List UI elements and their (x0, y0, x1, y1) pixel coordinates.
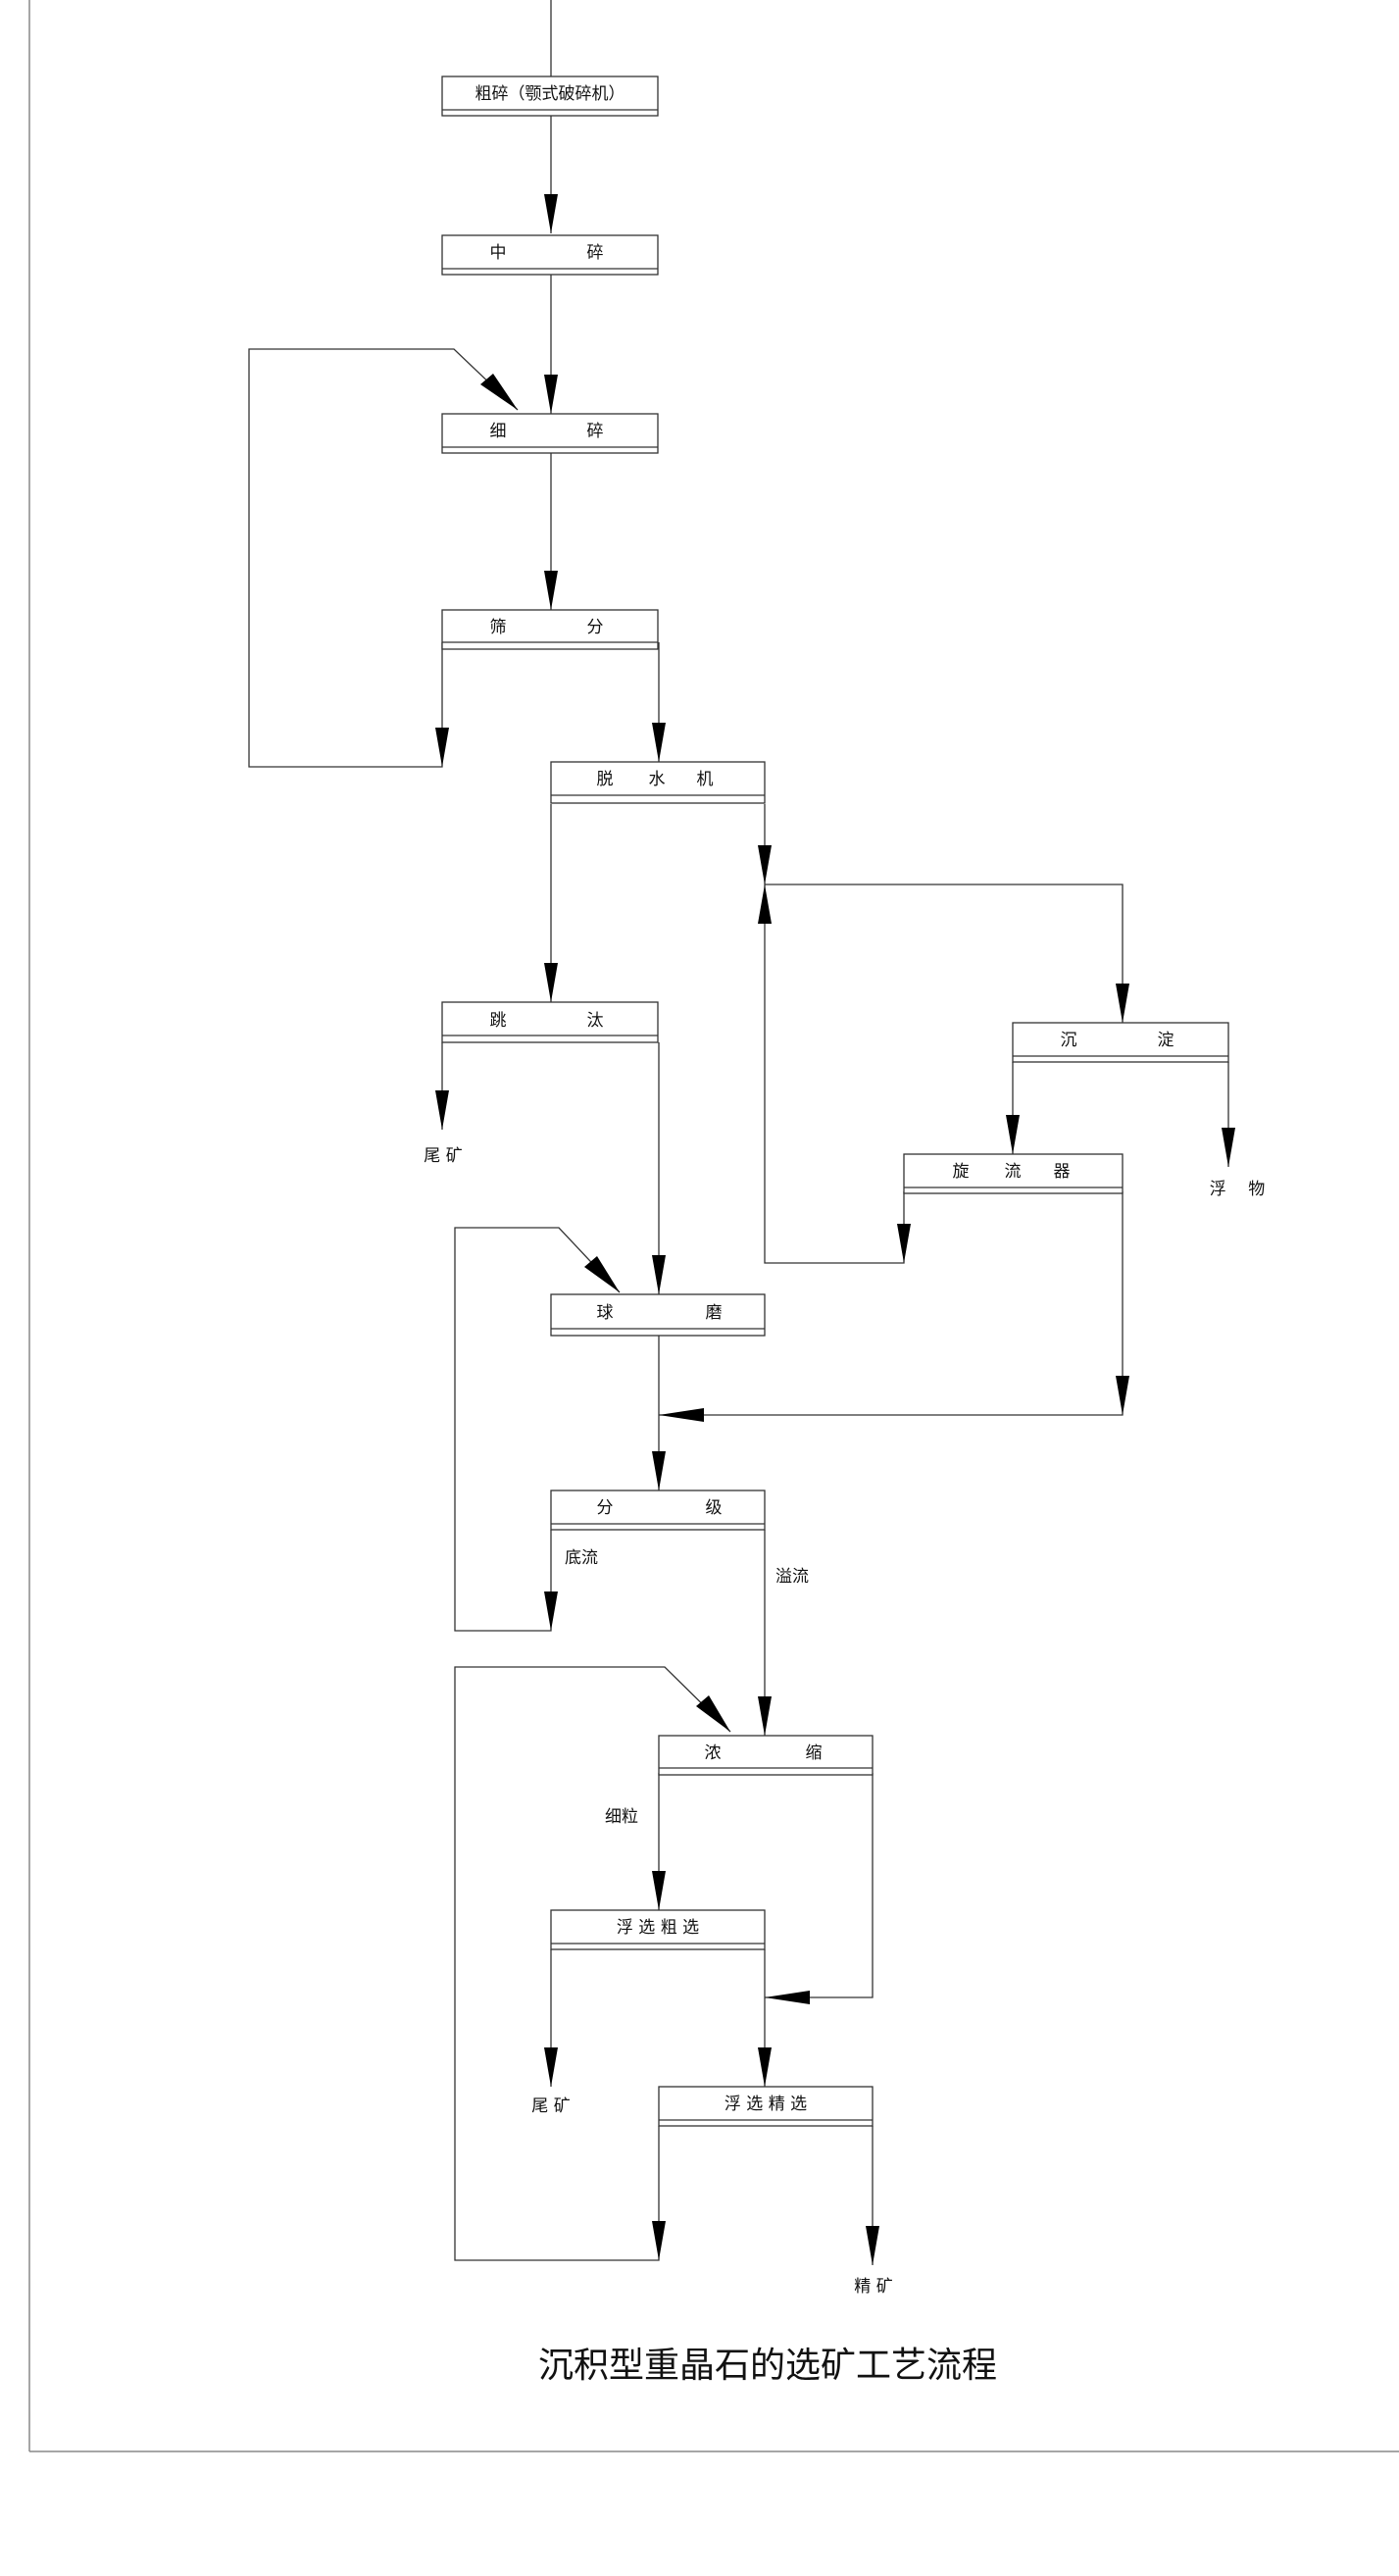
diagram-caption: 沉积型重晶石的选矿工艺流程 (538, 2346, 997, 2386)
box-sedimentation: 沉 淀 (1012, 1022, 1229, 1063)
connector-screen-recycle (248, 348, 519, 768)
arrow-rougher-tailings (544, 2047, 558, 2087)
arrow-to-ballmill (652, 1255, 666, 1294)
box-flotation-cleaner: 浮 选 精 选 (658, 2086, 874, 2127)
jigging-label-2: 汰 (587, 1011, 604, 1031)
arrow-screen-oversize (435, 728, 449, 767)
dewatering-label-3: 机 (697, 770, 714, 789)
fine-crush-label-1: 细 (490, 422, 507, 441)
box-classifier: 分 级 (550, 1490, 766, 1531)
box-screening: 筛 分 (441, 609, 659, 650)
connector-to-sediment (765, 884, 1124, 1023)
ball-mill-label-2: 磨 (706, 1303, 723, 1323)
arrow-thickener-in (765, 1991, 810, 2004)
box-cyclone: 旋 流 器 (903, 1153, 1124, 1194)
arrow-cleaner-recycle (652, 2221, 666, 2260)
overflow-label: 溢流 (775, 1567, 809, 1587)
arrow-to-floats (1222, 1128, 1235, 1167)
arrow-to-fine (544, 375, 558, 414)
box-coarse-crush: 粗碎（颚式破碎机） (441, 76, 659, 117)
ball-mill-label-1: 球 (597, 1303, 614, 1323)
dewatering-label-1: 脱 (597, 770, 614, 789)
box-flotation-rougher: 浮 选 粗 选 (550, 1909, 766, 1950)
box-jigging: 跳 汰 (441, 1001, 659, 1043)
flotation-rougher-label: 浮 选 粗 选 (617, 1918, 699, 1938)
cyclone-label-1: 旋 (953, 1162, 970, 1182)
box-medium-crush: 中 碎 (441, 234, 659, 276)
tailings-label-2: 尾 矿 (531, 2096, 570, 2116)
arrow-to-jig (544, 963, 558, 1002)
cyclone-label-3: 器 (1054, 1162, 1071, 1182)
arrow-to-cyclone (1006, 1115, 1020, 1154)
screening-label-1: 筛 (490, 618, 507, 637)
arrow-to-classifier (652, 1451, 666, 1490)
arrow-dewater-right (758, 845, 772, 884)
connector-thickener-right (765, 1773, 874, 1998)
box-thickener: 浓 缩 (658, 1735, 874, 1776)
connector-underflow-recycle (454, 1227, 621, 1632)
sedimentation-label-1: 沉 (1061, 1031, 1077, 1050)
box-fine-crush: 细 碎 (441, 413, 659, 454)
medium-crush-label-1: 中 (490, 243, 507, 263)
arrow-return-up (758, 884, 772, 924)
thickener-label-1: 浓 (705, 1743, 722, 1763)
arrow-concentrate (866, 2226, 879, 2265)
arrow-to-rougher (652, 1871, 666, 1910)
screening-label-2: 分 (587, 618, 604, 637)
cyclone-label-2: 流 (1005, 1162, 1022, 1182)
connector-cyclone-return (764, 884, 905, 1264)
arrow-recycle-fine (480, 374, 518, 410)
dewatering-label-2: 水 (649, 770, 666, 789)
floats-label: 浮 物 (1210, 1180, 1265, 1199)
flotation-cleaner-label: 浮 选 精 选 (724, 2095, 807, 2114)
jigging-label-1: 跳 (490, 1011, 507, 1031)
fine-crush-label-2: 碎 (587, 422, 604, 441)
arrow-recycle-thickener (696, 1695, 730, 1732)
box-dewatering: 脱 水 机 (550, 761, 766, 804)
box-ball-mill: 球 磨 (550, 1293, 766, 1337)
arrow-cyclone-down (1116, 1376, 1129, 1415)
concentrate-label: 精 矿 (854, 2277, 892, 2297)
arrowheads (435, 194, 1235, 2265)
arrow-to-dewater (652, 723, 666, 762)
arrow-into-discharge (659, 1408, 704, 1422)
arrow-to-sediment (1116, 984, 1129, 1023)
arrow-to-thickener (758, 1696, 772, 1736)
arrow-to-cleaner (758, 2047, 772, 2087)
arrow-underflow (544, 1591, 558, 1631)
thickener-label-2: 缩 (806, 1743, 823, 1763)
medium-crush-label-2: 碎 (587, 243, 604, 263)
sedimentation-label-2: 淀 (1158, 1031, 1174, 1050)
classifier-label-1: 分 (597, 1498, 614, 1518)
arrow-jig-tailings (435, 1090, 449, 1130)
underflow-label: 底流 (565, 1548, 598, 1568)
fine-particles-label: 细粒 (605, 1807, 638, 1827)
tailings-label-1: 尾 矿 (424, 1146, 462, 1166)
coarse-crush-label: 粗碎（颚式破碎机） (475, 84, 625, 104)
arrow-recycle-ballmill (584, 1256, 620, 1292)
arrow-to-screen (544, 571, 558, 610)
arrow-to-medium (544, 194, 558, 233)
arrow-cyclone-under (897, 1224, 911, 1263)
classifier-label-2: 级 (706, 1498, 723, 1518)
